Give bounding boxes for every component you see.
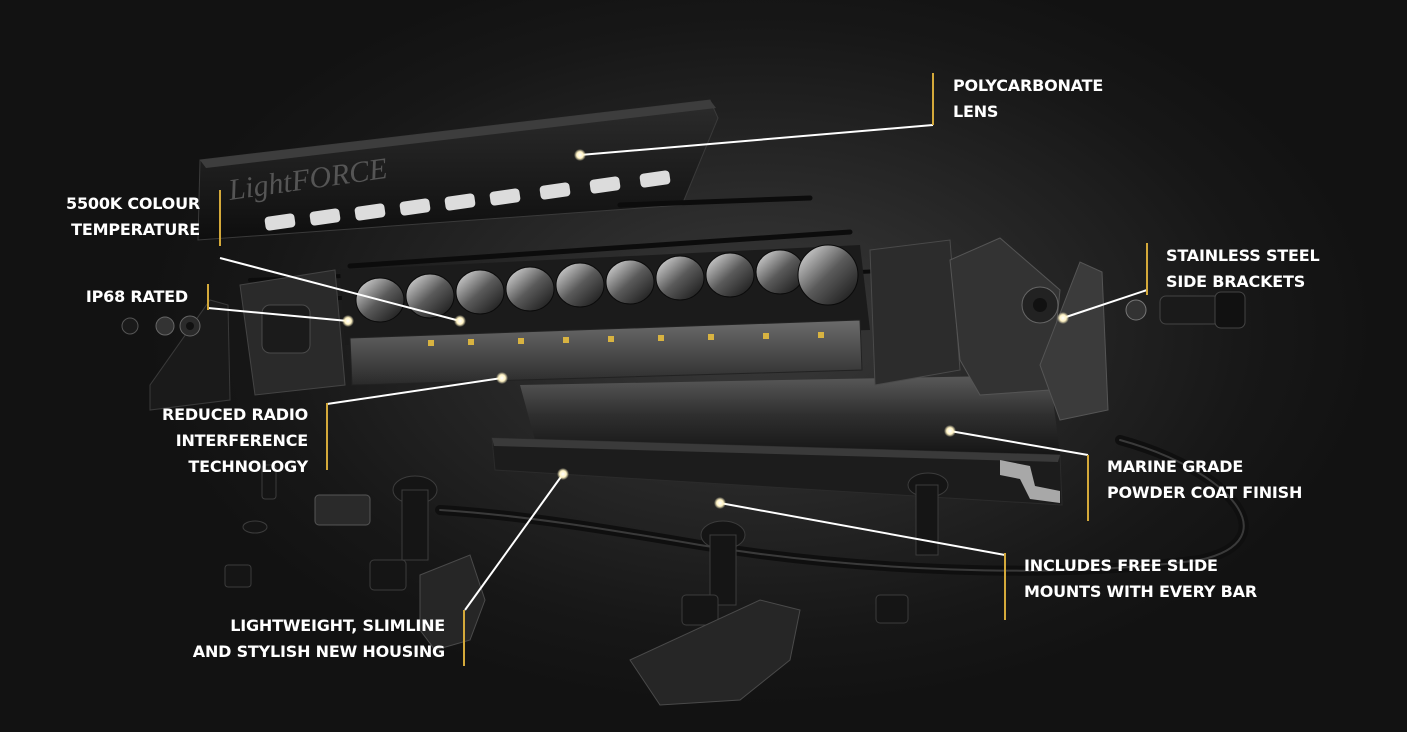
right-end-cap bbox=[869, 237, 1246, 421]
callout-housing: LIGHTWEIGHT, SLIMLINE AND STYLISH NEW HO… bbox=[193, 613, 445, 665]
slide-clamps bbox=[419, 554, 801, 706]
callout-ip68-rated-line-1: IP68 RATED bbox=[85, 287, 188, 306]
slide-mount-hardware bbox=[224, 464, 949, 706]
callout-dots bbox=[342, 149, 1069, 509]
left-fasteners bbox=[121, 315, 201, 337]
callout-powder-coat-line-1: MARINE GRADE bbox=[1107, 457, 1244, 476]
accent-bar-radio-interference bbox=[326, 403, 328, 470]
callout-radio-interference-line-3: TECHNOLOGY bbox=[188, 457, 308, 476]
callout-side-brackets-line-1: STAINLESS STEEL bbox=[1166, 246, 1320, 265]
dot-colour-temperature bbox=[454, 315, 466, 327]
callout-radio-interference-line-2: INTERFERENCE bbox=[175, 431, 308, 450]
callout-housing-line-2: AND STYLISH NEW HOUSING bbox=[192, 642, 445, 661]
callout-polycarbonate-lens-line-1: POLYCARBONATE bbox=[953, 76, 1104, 95]
callout-slide-mounts-line-2: MOUNTS WITH EVERY BAR bbox=[1024, 582, 1257, 601]
accent-bar-powder-coat bbox=[1087, 455, 1089, 521]
callout-colour-temperature-line-1: 5500K COLOUR bbox=[66, 194, 200, 213]
accent-bar-colour-temperature bbox=[219, 190, 221, 246]
accent-bar-side-brackets bbox=[1146, 243, 1148, 295]
accent-bar-slide-mounts bbox=[1004, 553, 1006, 620]
callout-colour-temperature-line-2: TEMPERATURE bbox=[71, 220, 200, 239]
callout-slide-mounts: INCLUDES FREE SLIDE MOUNTS WITH EVERY BA… bbox=[1024, 553, 1257, 605]
callout-colour-temperature: 5500K COLOUR TEMPERATURE bbox=[66, 191, 200, 243]
dot-ip68 bbox=[342, 315, 354, 327]
housing-body bbox=[491, 375, 1063, 506]
callout-side-brackets-line-2: SIDE BRACKETS bbox=[1166, 272, 1306, 291]
dot-lens bbox=[574, 149, 586, 161]
polycarbonate-lens: LightFORCE bbox=[197, 99, 719, 241]
accent-bar-ip68 bbox=[207, 284, 209, 310]
dot-housing bbox=[557, 468, 569, 480]
callout-slide-mounts-line-1: INCLUDES FREE SLIDE bbox=[1024, 556, 1218, 575]
dot-radio-interference bbox=[496, 372, 508, 384]
reflector-array bbox=[340, 244, 870, 345]
callout-leader-lines bbox=[207, 124, 1148, 611]
callout-polycarbonate-lens-line-2: LENS bbox=[953, 102, 999, 121]
callout-ip68-rated: IP68 RATED bbox=[86, 284, 188, 310]
led-circuit-board bbox=[349, 319, 863, 386]
dot-side-brackets bbox=[1057, 312, 1069, 324]
callout-powder-coat: MARINE GRADE POWDER COAT FINISH bbox=[1107, 454, 1302, 506]
callout-housing-line-1: LIGHTWEIGHT, SLIMLINE bbox=[230, 616, 445, 635]
callout-radio-interference: REDUCED RADIO INTERFERENCE TECHNOLOGY bbox=[162, 402, 308, 480]
callout-side-brackets: STAINLESS STEEL SIDE BRACKETS bbox=[1166, 243, 1320, 295]
accent-bar-lens bbox=[932, 73, 934, 125]
callout-polycarbonate-lens: POLYCARBONATE LENS bbox=[953, 73, 1103, 125]
dot-powder-coat bbox=[944, 425, 956, 437]
power-cable bbox=[314, 435, 1249, 576]
callout-powder-coat-line-2: POWDER COAT FINISH bbox=[1107, 483, 1303, 502]
callout-radio-interference-line-1: REDUCED RADIO bbox=[162, 405, 308, 424]
lens-reflector-row bbox=[264, 170, 671, 231]
left-end-cap bbox=[121, 269, 346, 411]
dot-slide-mounts bbox=[714, 497, 726, 509]
accent-bar-housing bbox=[463, 610, 465, 666]
